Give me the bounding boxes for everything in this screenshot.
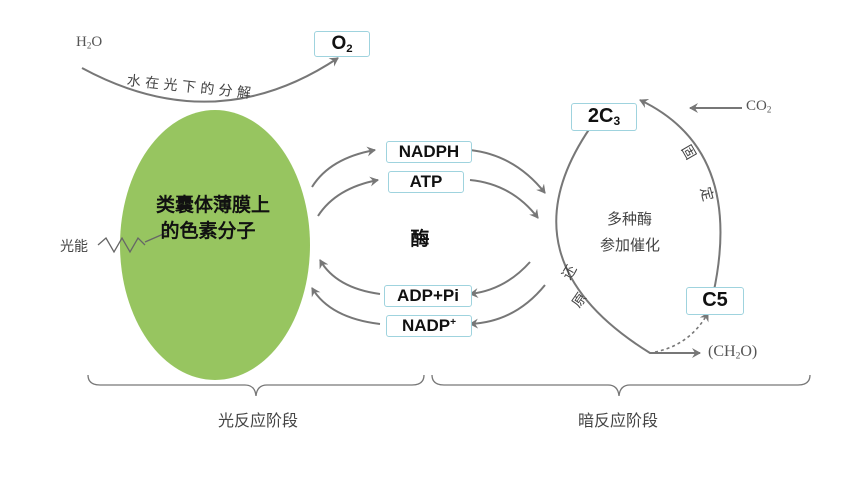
nadp-plus: +: [450, 316, 457, 328]
ch2o-close: O): [740, 343, 758, 360]
nadph-arrow: [311, 146, 376, 188]
adp-pi-box: ADP+Pi: [384, 285, 472, 307]
o2-sub: 2: [346, 42, 353, 55]
photolysis-arrow: [81, 57, 339, 103]
adp-arrow-left: [319, 259, 381, 295]
enzyme-label: 酶: [410, 228, 430, 250]
c5-text: C5: [702, 289, 728, 311]
co2-label: CO2: [746, 98, 771, 115]
regeneration-arrow: [654, 312, 709, 353]
nadph-box: NADPH: [386, 141, 472, 163]
h2o-label: H2O: [76, 34, 102, 51]
thylakoid-ellipse: [120, 110, 310, 380]
cycle-reduction-arc: [555, 127, 701, 358]
nadp-text: NADP: [401, 316, 451, 335]
co2-sub: 2: [766, 104, 772, 115]
enzymes-line2: 参加催化: [600, 236, 661, 254]
nadp-arrow-left: [311, 287, 381, 325]
dark-stage-label: 暗反应阶段: [578, 411, 659, 430]
ch2o-label: (CH2O): [708, 343, 757, 361]
light-stage-label: 光反应阶段: [218, 411, 299, 430]
atp-arrow: [317, 176, 379, 217]
h2o-h: H: [76, 34, 87, 50]
light-line: [144, 231, 169, 243]
atp-text: ATP: [409, 172, 443, 191]
atp-arrow-right: [469, 179, 539, 219]
c5-box: C5: [686, 287, 744, 315]
o2-o: O: [331, 33, 347, 54]
light-stage-brace: [87, 374, 425, 397]
h2o-sub: 2: [86, 40, 92, 51]
ch2o-sub: 2: [735, 350, 741, 362]
enzymes-line1: 多种酶: [607, 210, 653, 228]
adp-pi-text: ADP+Pi: [397, 286, 459, 305]
adp-arrow: [469, 261, 531, 299]
nadp-box: NADP+: [386, 315, 472, 337]
atp-box: ATP: [388, 171, 464, 193]
thylakoid-label-line2: 的色素分子: [160, 220, 256, 242]
cycle-fixation-arc: [639, 98, 722, 296]
nadp-arrow: [469, 284, 546, 329]
light-zigzag: [97, 236, 146, 254]
dark-stage-brace: [431, 374, 811, 397]
nadph-text: NADPH: [398, 142, 460, 161]
thylakoid-label-line1: 类囊体薄膜上: [155, 194, 270, 216]
c3-text: 2C: [587, 105, 614, 127]
light-energy-label: 光能: [60, 239, 88, 255]
o2-box: O2: [314, 31, 370, 57]
co2-text: CO: [746, 98, 767, 114]
c3-box: 2C3: [571, 103, 637, 131]
c3-sub: 3: [613, 114, 621, 128]
ch2o-open: (CH: [708, 343, 736, 360]
h2o-o: O: [91, 34, 103, 50]
nadph-arrow-right: [469, 149, 546, 194]
